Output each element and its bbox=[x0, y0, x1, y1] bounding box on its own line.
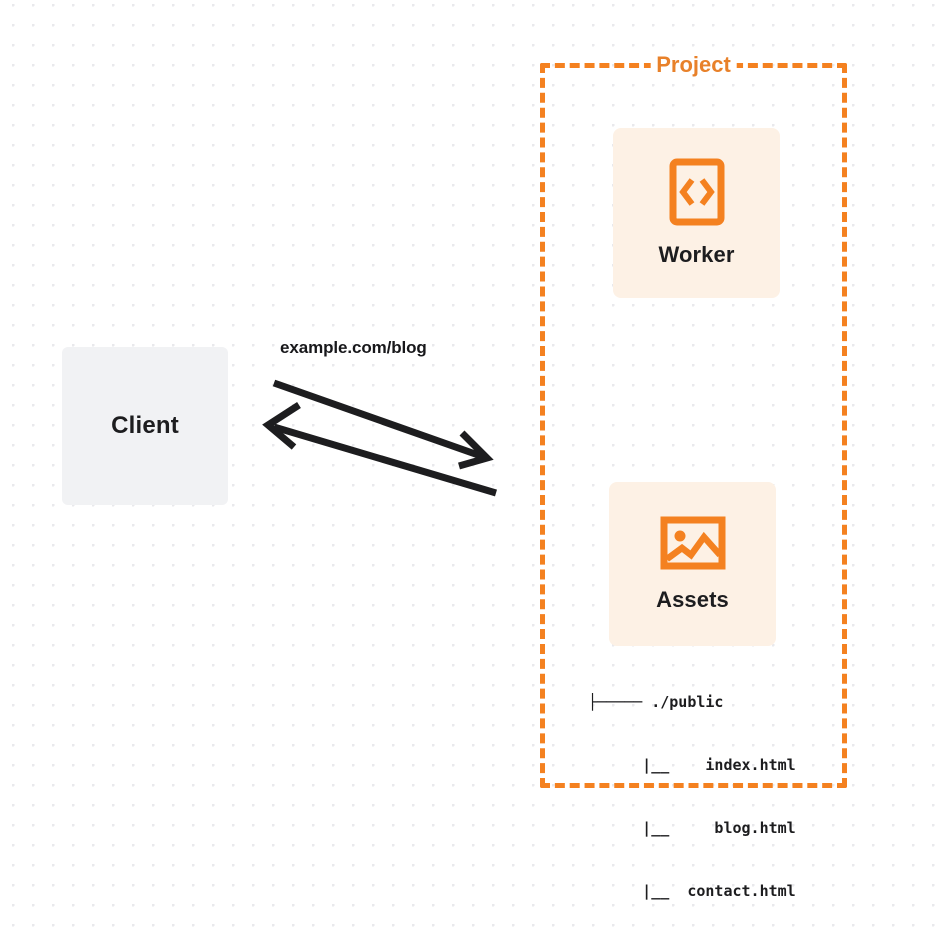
client-label: Client bbox=[111, 412, 179, 439]
assets-file-tree: ├───── ./public |__ index.html |__ blog.… bbox=[588, 650, 796, 944]
response-arrow bbox=[262, 402, 497, 497]
code-brackets-icon bbox=[669, 158, 724, 226]
request-arrow bbox=[272, 379, 494, 470]
worker-node[interactable]: Worker bbox=[613, 128, 780, 298]
worker-label: Worker bbox=[658, 242, 735, 267]
assets-label: Assets bbox=[656, 587, 729, 612]
project-group[interactable]: Project bbox=[540, 52, 847, 788]
file-tree-line: |__ index.html bbox=[588, 756, 796, 774]
client-node[interactable]: Client bbox=[62, 347, 228, 505]
assets-node[interactable]: Assets bbox=[609, 482, 776, 646]
connection-label: example.com/blog bbox=[280, 338, 427, 357]
diagram-canvas: Client example.com/blog Project Worker bbox=[62, 52, 847, 900]
image-icon bbox=[660, 516, 725, 570]
file-tree-line: ├───── ./public bbox=[588, 693, 724, 711]
project-title: Project bbox=[650, 52, 737, 78]
file-tree-line: |__ contact.html bbox=[588, 882, 796, 900]
file-tree-line: |__ blog.html bbox=[588, 819, 796, 837]
